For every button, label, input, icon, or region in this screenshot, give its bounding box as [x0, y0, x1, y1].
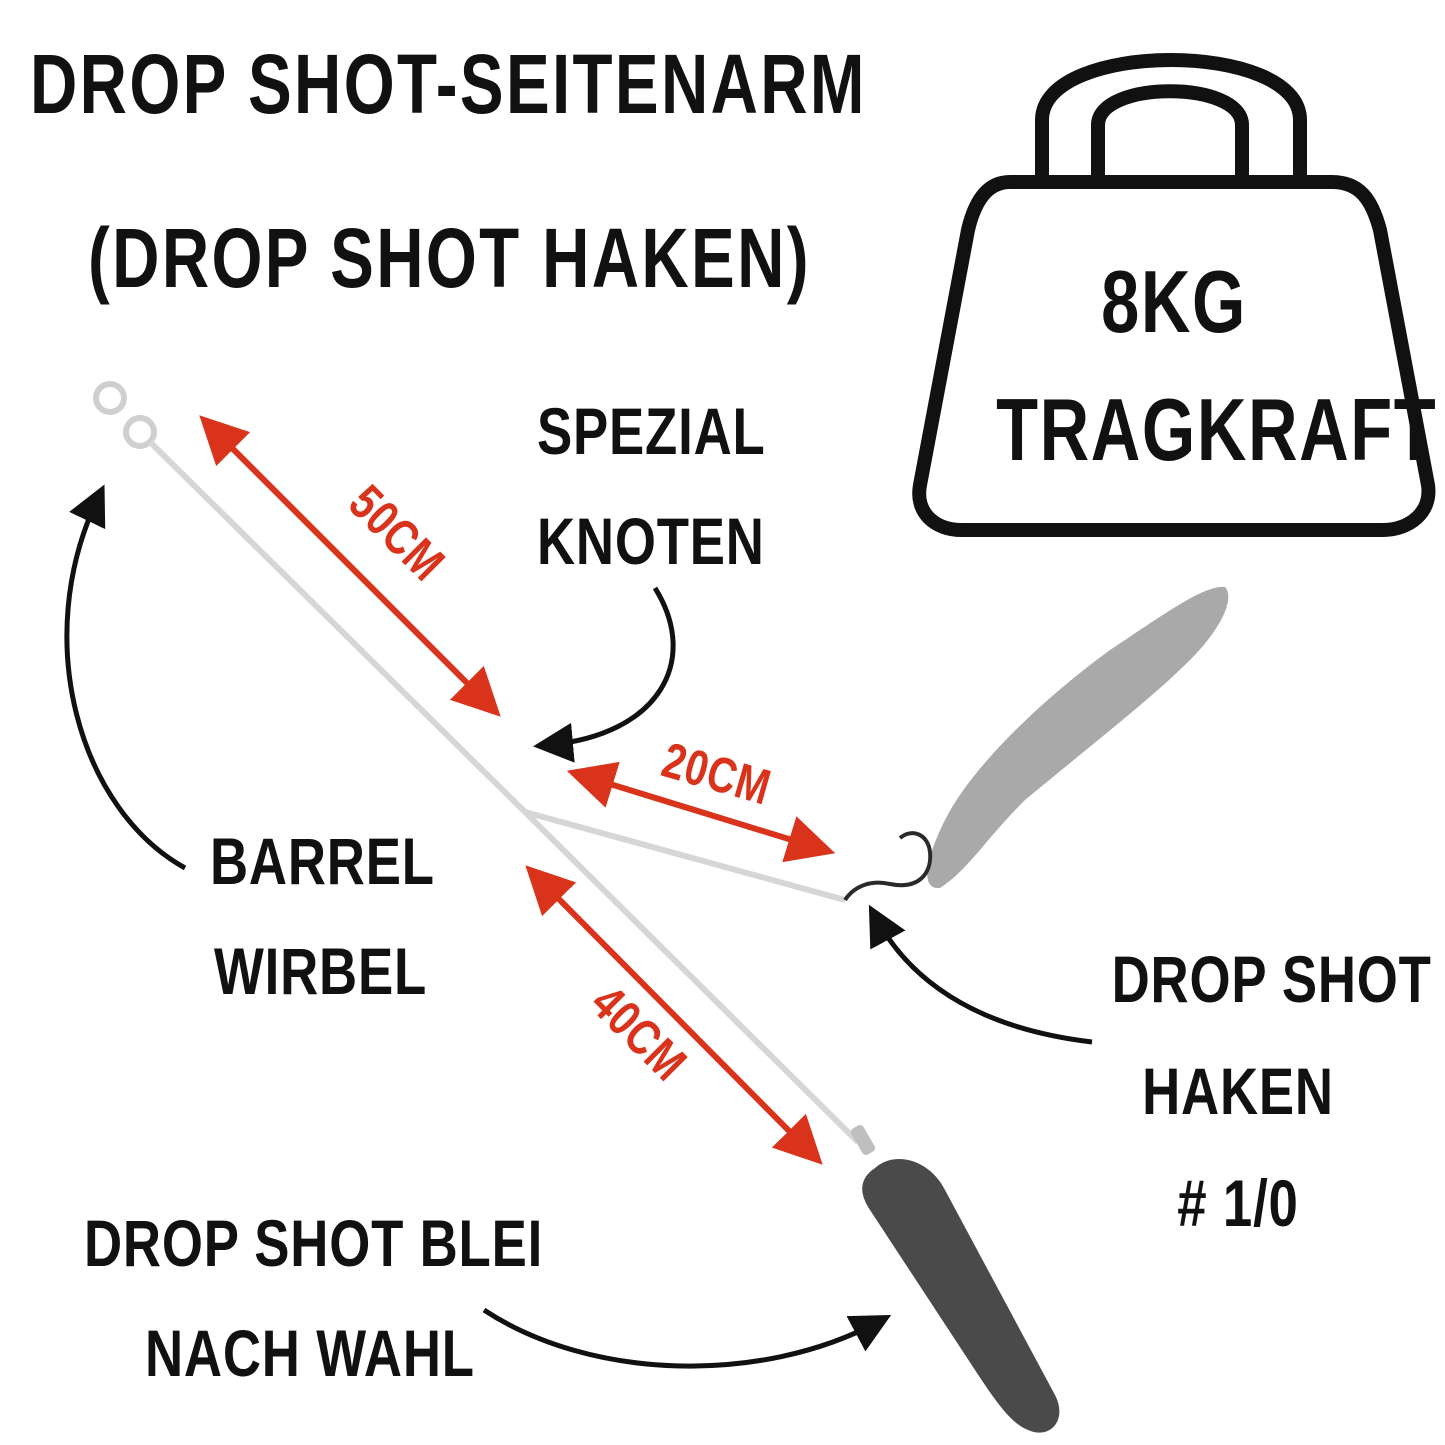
swivel-label-line-2: WIRBEL: [214, 934, 428, 1008]
measure-arrow-50cm: [199, 415, 501, 717]
drop-shot-lead-icon: [850, 1124, 1060, 1433]
title-line-2: (DROP SHOT HAKEN): [88, 211, 811, 305]
hook-icon: [843, 831, 933, 902]
knot-label-line-2: KNOTEN: [537, 504, 765, 578]
barrel-swivel-icon: [93, 381, 157, 449]
swivel-label-line-1: BARREL: [210, 824, 435, 898]
hook-label-line-1: DROP SHOT: [1111, 942, 1432, 1016]
lead-label-line-1: DROP SHOT BLEI: [84, 1206, 544, 1280]
measure-arrow-20cm: [566, 761, 836, 863]
arrow-lead: [482, 1307, 892, 1369]
title-line-1: DROP SHOT-SEITENARM: [30, 37, 867, 131]
weight-icon: [912, 53, 1436, 537]
measure-arrow-40cm: [525, 865, 823, 1165]
lead-label-line-2: NACH WAHL: [145, 1316, 475, 1390]
arrow-knot: [533, 586, 676, 763]
weight-value: 8KG: [1101, 252, 1247, 351]
soft-bait-icon: [927, 586, 1229, 889]
arrow-hook: [868, 904, 1093, 1045]
knot-label-line-1: SPEZIAL: [537, 394, 766, 468]
hook-label-line-2: HAKEN: [1142, 1054, 1334, 1128]
weight-caption: TRAGKRAFT: [996, 380, 1438, 479]
hook-size-label: # 1/0: [1177, 1166, 1299, 1240]
measure-label-40cm: 40CM: [580, 974, 698, 1092]
arrow-swivel: [64, 484, 187, 871]
